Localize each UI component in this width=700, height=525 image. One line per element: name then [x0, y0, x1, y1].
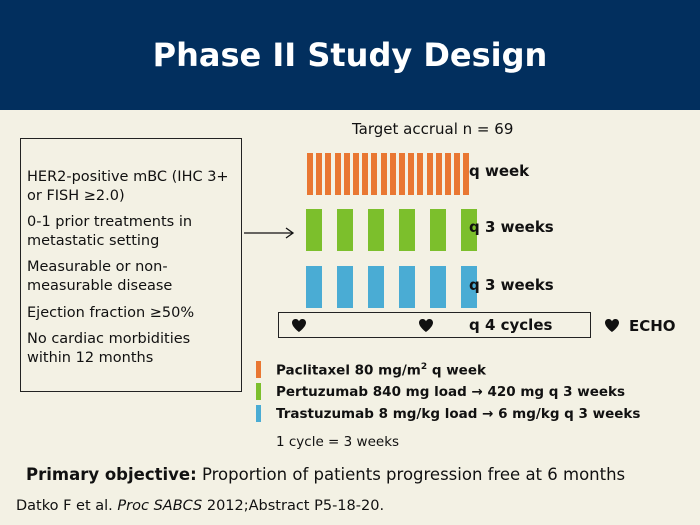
- arrow-right-icon: [244, 227, 295, 239]
- paclitaxel-dose-bar: [426, 153, 433, 195]
- objective-text: Proportion of patients progression free …: [196, 465, 626, 484]
- objective-label: Primary objective:: [26, 465, 197, 484]
- pertuzumab-dose-bar: [430, 209, 446, 251]
- paclitaxel-dose-bar: [334, 153, 341, 195]
- paclitaxel-dose-bar: [362, 153, 369, 195]
- echo-schedule-box: [278, 312, 591, 338]
- title-banner: Phase II Study Design: [0, 0, 700, 110]
- heart-icon: [605, 319, 619, 332]
- trastuzumab-dose-bar: [368, 266, 384, 308]
- paclitaxel-dose-bar: [380, 153, 387, 195]
- legend-swatch-trastuzumab: [256, 405, 261, 422]
- paclitaxel-dose-bar: [325, 153, 332, 195]
- arrow-right-icon: →: [471, 384, 483, 400]
- paclitaxel-dose-bar: [445, 153, 451, 195]
- pertuzumab-dose-bar: [461, 209, 477, 251]
- criterion-her2: HER2-positive mBC (IHC 3+ or FISH ≥2.0): [27, 169, 229, 204]
- legend-paclitaxel: Paclitaxel 80 mg/m2 q week: [276, 362, 486, 379]
- trastuzumab-dose-bar: [306, 266, 322, 308]
- pertuzumab-schedule: q 3 weeks: [469, 218, 554, 236]
- pertuzumab-dose-bar: [306, 209, 322, 251]
- pertuzumab-dose-bar: [337, 209, 353, 251]
- legend-pertuzumab: Pertuzumab 840 mg load → 420 mg q 3 week…: [276, 384, 626, 400]
- pertuzumab-dose-bar: [368, 209, 384, 251]
- criterion-prior-treatments: 0-1 prior treatments in metastatic setti…: [27, 214, 193, 249]
- page-title: Phase II Study Design: [152, 36, 548, 74]
- criterion-measurable-disease: Measurable or non-measurable disease: [27, 259, 173, 294]
- paclitaxel-dose-bar: [435, 153, 442, 195]
- primary-objective: Primary objective: Proportion of patient…: [26, 465, 625, 484]
- legend-swatch-pertuzumab: [256, 383, 261, 400]
- target-accrual: Target accrual n = 69: [352, 120, 514, 138]
- legend-trastuzumab: Trastuzumab 8 mg/kg load → 6 mg/kg q 3 w…: [276, 406, 641, 422]
- paclitaxel-dose-bar: [399, 153, 405, 195]
- citation: Datko F et al. Proc SABCS 2012;Abstract …: [16, 498, 385, 514]
- echo-schedule: q 4 cycles: [469, 316, 553, 334]
- trastuzumab-schedule: q 3 weeks: [469, 276, 554, 294]
- heart-icon: [292, 319, 306, 332]
- criterion-cardiac: No cardiac morbidities within 12 months: [27, 331, 191, 366]
- echo-label: ECHO: [629, 317, 676, 335]
- arrow-right-icon: →: [482, 406, 494, 422]
- paclitaxel-dose-bar: [307, 153, 313, 195]
- trastuzumab-dose-bar: [430, 266, 446, 308]
- cycle-note: 1 cycle = 3 weeks: [276, 434, 400, 450]
- paclitaxel-dose-bar: [371, 153, 378, 195]
- paclitaxel-schedule: q week: [469, 162, 530, 180]
- paclitaxel-dose-bar: [454, 153, 461, 195]
- eligibility-box: [20, 138, 242, 392]
- legend-swatch-paclitaxel: [256, 361, 261, 378]
- paclitaxel-dose-bar: [353, 153, 359, 195]
- trastuzumab-dose-bar: [337, 266, 353, 308]
- trastuzumab-dose-bar: [399, 266, 415, 308]
- paclitaxel-dose-bar: [408, 153, 415, 195]
- paclitaxel-dose-bar: [463, 153, 470, 195]
- paclitaxel-dose-bar: [417, 153, 424, 195]
- pertuzumab-dose-bar: [399, 209, 415, 251]
- heart-icon: [419, 319, 433, 332]
- paclitaxel-dose-bar: [316, 153, 323, 195]
- paclitaxel-dose-bar: [343, 153, 350, 195]
- criterion-ejection-fraction: Ejection fraction ≥50%: [27, 305, 195, 321]
- trastuzumab-dose-bar: [461, 266, 477, 308]
- paclitaxel-dose-bar: [389, 153, 396, 195]
